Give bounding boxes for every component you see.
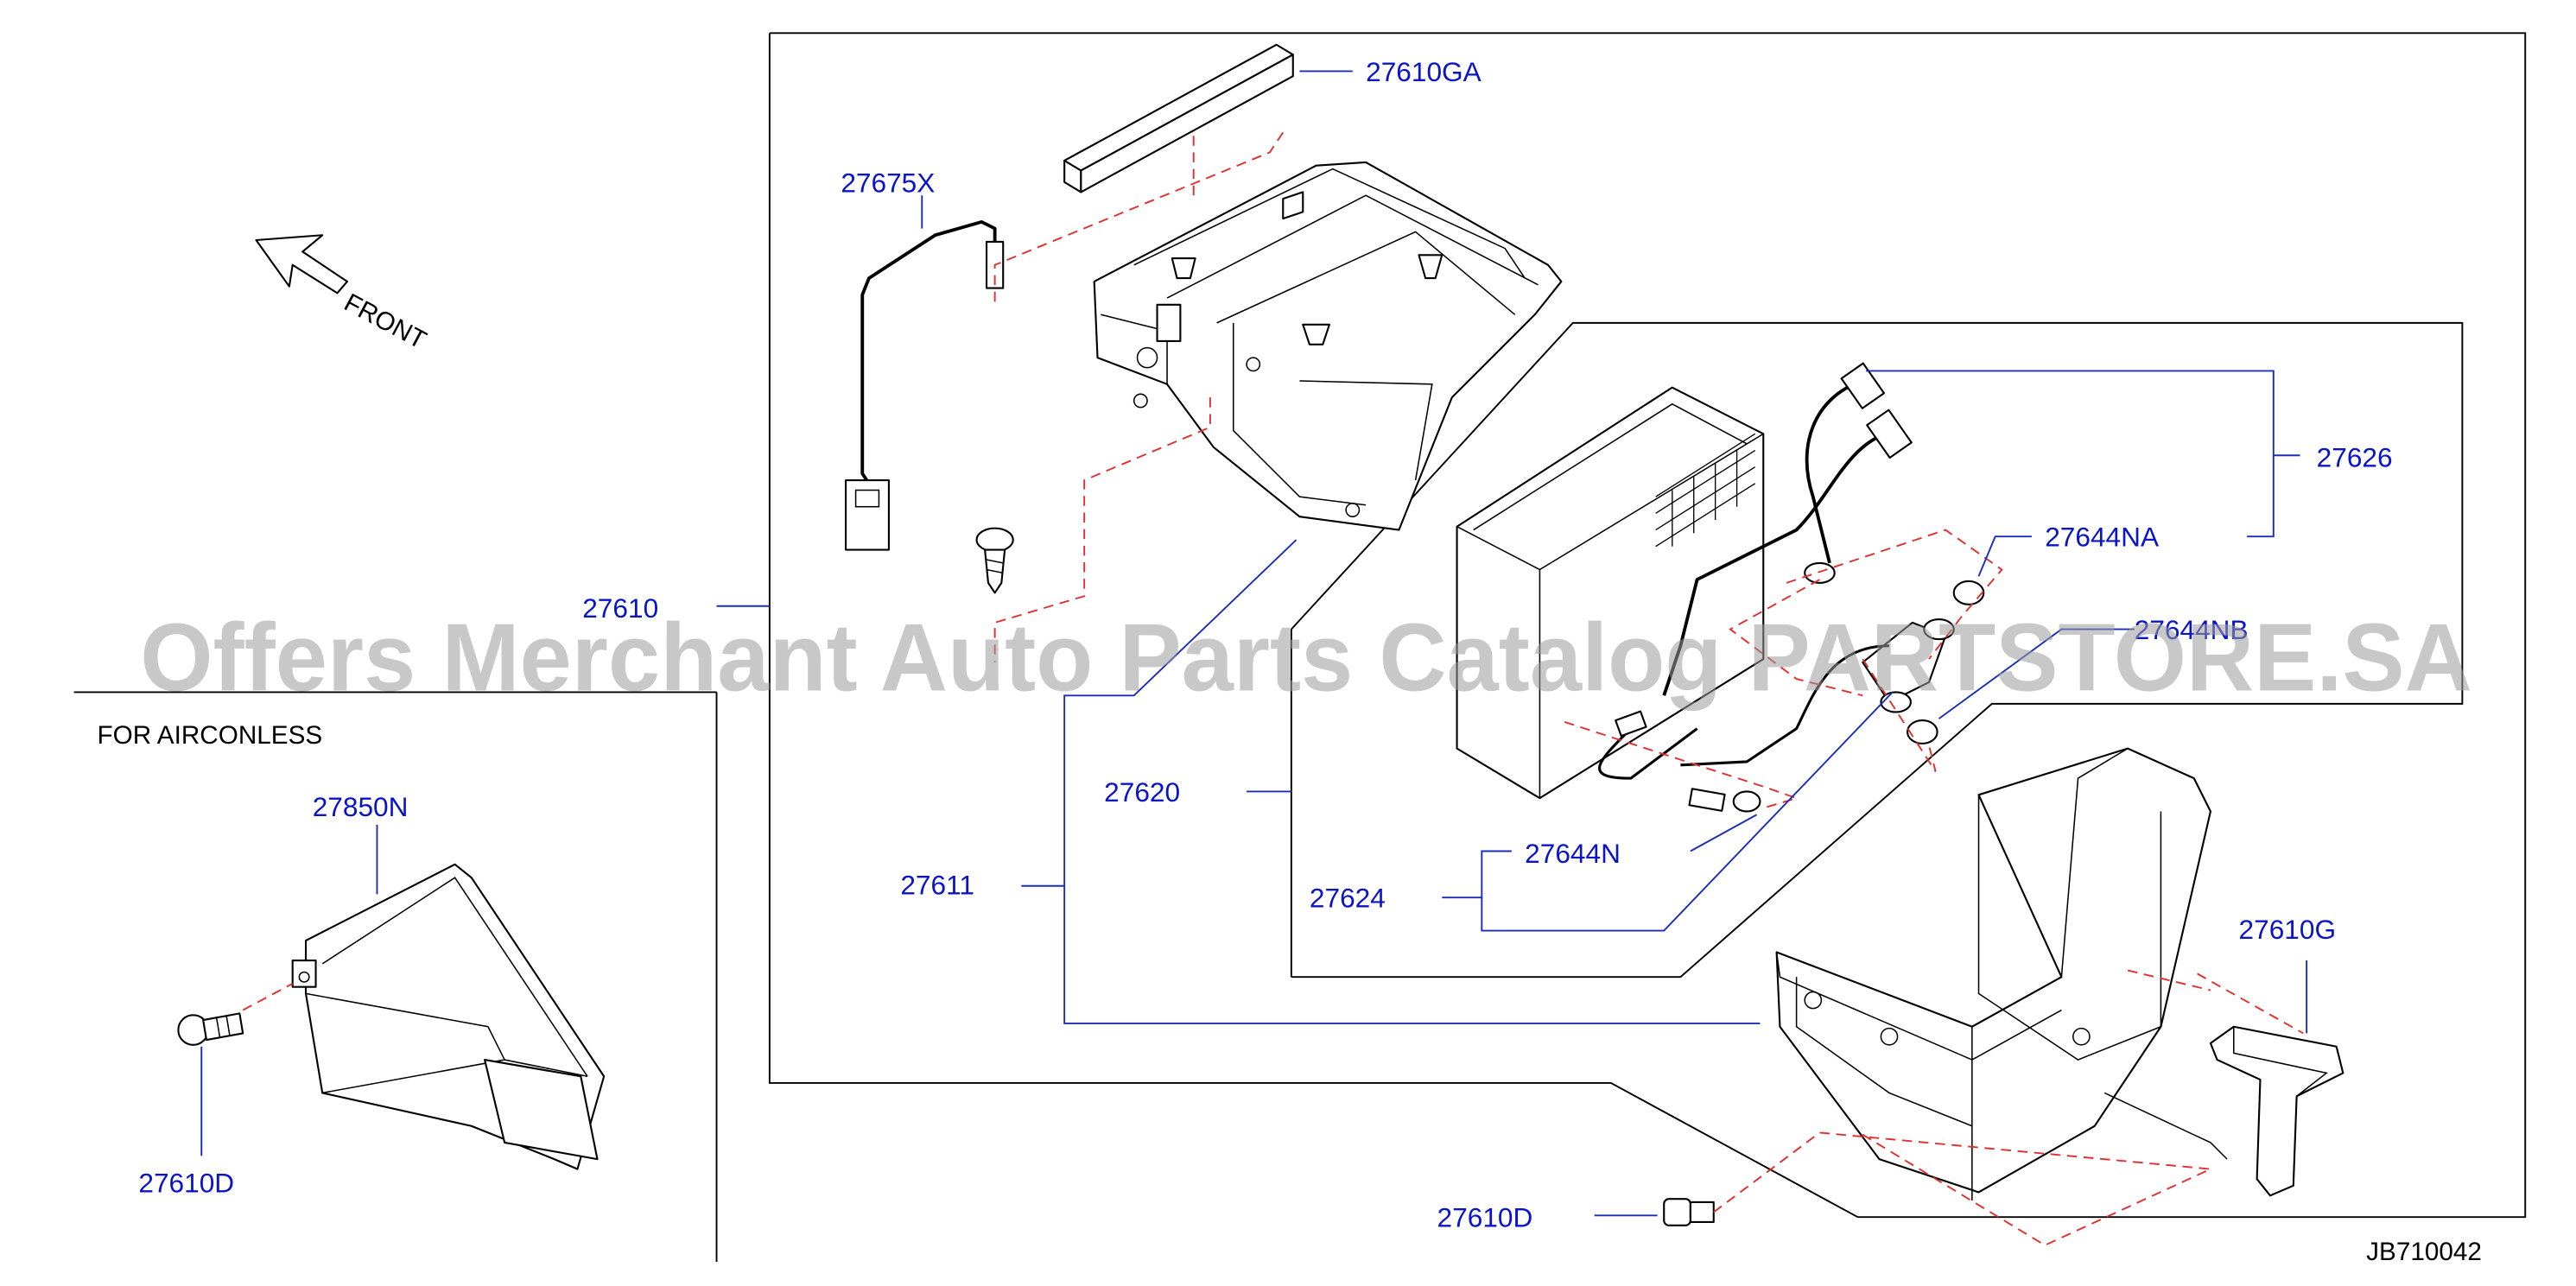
part-number-27620: 27620: [1104, 776, 1180, 808]
screw-27610D-airconless: [177, 1012, 244, 1046]
diagram-code: JB710042: [2366, 1238, 2482, 1266]
part-number-27610: 27610: [582, 592, 658, 624]
assembly-guide-lines: [242, 131, 2304, 1246]
seal-strip-27610G: [2209, 1025, 2344, 1197]
top-seal-strip-27610GA: [1063, 43, 1294, 193]
front-arrow-icon: [255, 234, 349, 295]
refrigerant-pipes-27626: [1598, 362, 1913, 780]
part-number-27850N: 27850N: [313, 791, 409, 822]
temperature-sensor-27675X: [845, 220, 1005, 551]
part-number-27610D-main: 27610D: [1437, 1202, 1533, 1233]
part-number-27675X: 27675X: [841, 167, 935, 198]
air-duct-27850N: [291, 863, 606, 1170]
main-assembly-frame: [768, 32, 2527, 1219]
sensor-bulb-27624: [1615, 710, 1726, 812]
part-number-27644NB: 27644NB: [2135, 614, 2249, 645]
watermark-text: Offers Merchant Auto Parts Catalog PARTS…: [140, 604, 2472, 712]
part-number-27644N: 27644N: [1525, 838, 1621, 869]
front-label: FRONT: [339, 288, 431, 355]
lower-case-housing-27611: [1775, 747, 2228, 1201]
bolt-27610D-main: [1663, 1198, 1715, 1226]
part-number-27626: 27626: [2317, 442, 2393, 473]
o-ring-27644N: [1732, 790, 1761, 813]
screw-upper-case: [975, 527, 1014, 594]
part-number-27610GA: 27610GA: [1366, 56, 1482, 87]
evaporator-core: [1456, 386, 1765, 800]
part-number-27624: 27624: [1310, 883, 1386, 914]
o-ring-27644NA: [1952, 580, 1985, 605]
upper-case-housing: [1093, 161, 1563, 531]
part-number-27610D-airconless: 27610D: [138, 1167, 234, 1198]
part-number-27644NA: 27644NA: [2045, 522, 2160, 553]
evaporator-subassembly-frame: [1290, 321, 2464, 979]
airconless-section-label: FOR AIRCONLESS: [97, 721, 322, 750]
part-number-27610G: 27610G: [2239, 914, 2337, 945]
leader-lines: [200, 70, 2308, 1217]
o-ring-27644NB: [1907, 719, 1938, 744]
part-number-27611: 27611: [900, 869, 974, 900]
